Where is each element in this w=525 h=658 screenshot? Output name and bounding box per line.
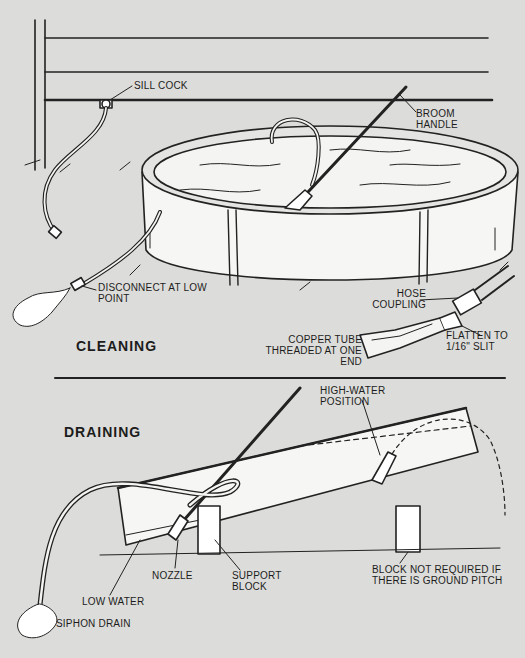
leader-line bbox=[82, 286, 96, 290]
leader-line bbox=[175, 540, 178, 568]
leader-line bbox=[362, 400, 380, 455]
broom-handle bbox=[184, 388, 300, 520]
high-water-line bbox=[300, 426, 470, 446]
hose-coupling bbox=[453, 289, 482, 315]
hose-core bbox=[85, 212, 160, 283]
leader-line bbox=[110, 86, 132, 100]
hose bbox=[272, 120, 319, 185]
callout-label: SIPHON DRAIN bbox=[56, 618, 176, 629]
leader-line bbox=[400, 552, 408, 563]
hose bbox=[44, 108, 106, 232]
section-heading: DRAINING bbox=[64, 424, 184, 440]
callout-label: DISCONNECT AT LOW POINT bbox=[98, 282, 208, 304]
callout-label: COPPER TUBE THREADED AT ONE END bbox=[262, 334, 362, 367]
tank-body bbox=[118, 408, 478, 545]
divider bbox=[55, 377, 505, 379]
pool-shade bbox=[150, 228, 495, 250]
hose bbox=[85, 212, 160, 283]
hose bbox=[40, 481, 238, 605]
cleaning-tool bbox=[13, 87, 406, 326]
block bbox=[396, 506, 420, 552]
tank-rim bbox=[118, 408, 466, 488]
wall-edge bbox=[35, 20, 45, 170]
hose-end bbox=[372, 452, 396, 484]
hose-core bbox=[272, 120, 319, 185]
leader-line bbox=[400, 95, 416, 112]
ground bbox=[100, 548, 500, 555]
pool-strap bbox=[228, 210, 428, 285]
sill-cock bbox=[44, 100, 112, 238]
coupling bbox=[71, 278, 85, 291]
nozzle bbox=[285, 190, 312, 210]
callout-label: LOW WATER bbox=[82, 596, 172, 607]
section-heading: CLEANING bbox=[76, 338, 196, 354]
siphon-jet bbox=[392, 419, 505, 515]
hose-core bbox=[40, 481, 238, 605]
callout-label: NOZZLE bbox=[152, 570, 212, 581]
hose bbox=[475, 266, 514, 300]
tube-thread bbox=[440, 312, 462, 330]
callout-label: BLOCK NOT REQUIRED IF THERE IS GROUND PI… bbox=[372, 564, 512, 586]
copper-tube bbox=[360, 318, 445, 358]
callout-label: SUPPORT BLOCK bbox=[232, 570, 292, 592]
leader-lines bbox=[82, 86, 416, 290]
support-block bbox=[198, 506, 220, 554]
water-splash bbox=[13, 288, 70, 326]
callout-label: HIGH-WATER POSITION bbox=[320, 385, 410, 407]
low-water-line bbox=[126, 520, 200, 535]
leader-line bbox=[110, 540, 140, 595]
callout-label: SILL COCK bbox=[134, 80, 224, 91]
tube-slit bbox=[372, 324, 432, 340]
nozzle bbox=[168, 515, 188, 540]
pool bbox=[130, 126, 518, 290]
tank bbox=[18, 388, 505, 638]
broom-handle bbox=[308, 87, 406, 192]
grass bbox=[25, 160, 130, 172]
callout-label: HOSE COUPLING bbox=[366, 288, 426, 310]
leader-line bbox=[215, 540, 240, 570]
callout-label: BROOM HANDLE bbox=[416, 108, 478, 130]
water-splash bbox=[18, 604, 57, 638]
hose-core bbox=[44, 108, 106, 232]
hose-end bbox=[49, 226, 62, 239]
siding-line bbox=[45, 38, 488, 72]
water bbox=[154, 136, 506, 208]
callout-label: FLATTEN TO 1/16" SLIT bbox=[446, 330, 516, 352]
